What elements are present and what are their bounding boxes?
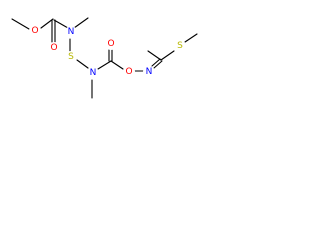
atom-s-thio-label: S — [177, 41, 183, 51]
atom-o-ester: O — [29, 25, 41, 37]
bond-nimine-c3-double-b — [153, 60, 163, 69]
atom-o-carbonyl-left-label: O — [50, 43, 57, 53]
atom-s-bridge-label: S — [68, 52, 74, 62]
atom-n-left-label: N — [68, 27, 75, 37]
atom-o-carbonyl-left: O — [48, 42, 60, 54]
bond-oester-c1 — [40, 18, 54, 29]
bond-sthio-methyl — [184, 33, 198, 43]
atom-s-bridge: S — [65, 51, 77, 63]
bond-c3-sthio — [160, 50, 175, 61]
atom-n-imine-label: N — [146, 67, 153, 77]
bond-sbridge-nlower — [76, 59, 89, 69]
atom-labels: O O N S N O O N — [29, 25, 186, 79]
atom-n-lower: N — [87, 67, 99, 79]
atom-o-carbonyl-right: O — [105, 38, 117, 50]
atom-s-thio: S — [174, 40, 186, 52]
bond-c2-ooxime — [110, 60, 124, 70]
bond-nimine-c3-double-a — [151, 58, 161, 67]
bond-methyl-oester — [11, 18, 30, 30]
structure-diagram: O O N S N O O N — [11, 17, 198, 99]
bond-nleft-methyl — [73, 17, 89, 29]
atom-n-imine: N — [143, 66, 155, 78]
atom-o-carbonyl-right-label: O — [107, 39, 114, 49]
atom-o-ester-label: O — [31, 26, 38, 36]
atom-n-lower-label: N — [90, 68, 97, 78]
bond-c3-methyl — [147, 50, 162, 61]
atom-o-oxime: O — [123, 66, 135, 78]
bond-nlower-c2 — [97, 60, 112, 70]
bond-c1-nleft — [53, 19, 69, 29]
bond-lines — [11, 17, 198, 99]
atom-n-left: N — [65, 26, 77, 38]
atom-o-oxime-label: O — [125, 67, 132, 77]
